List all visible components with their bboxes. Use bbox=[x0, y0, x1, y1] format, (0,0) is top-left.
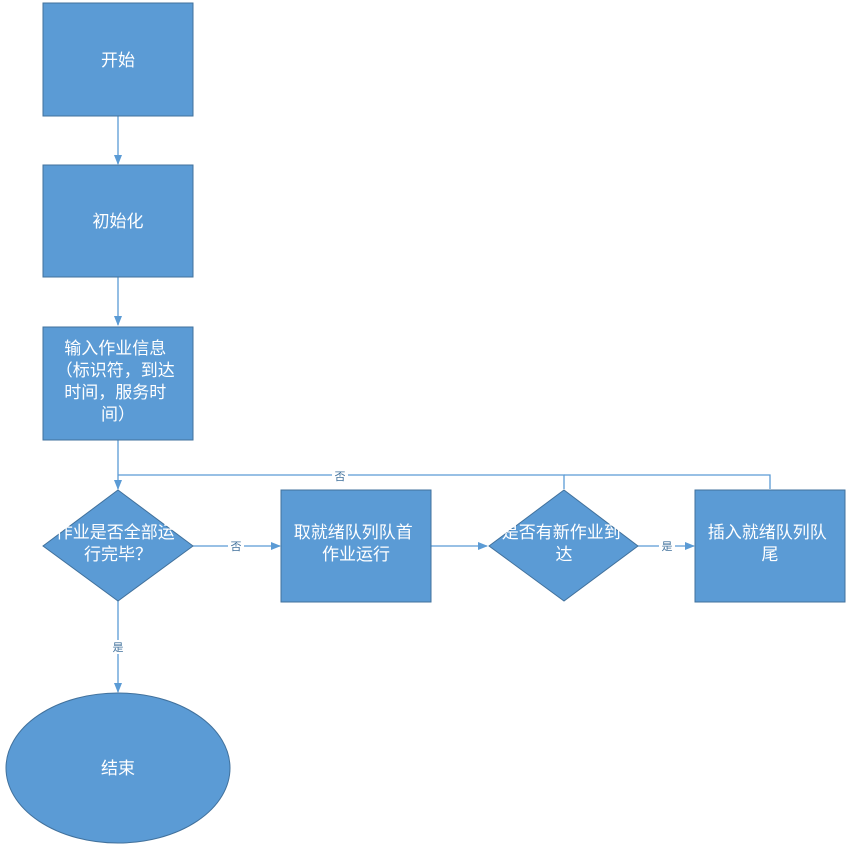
end-ellipse bbox=[5, 692, 231, 844]
all-done-label-line-2: 行完毕？ bbox=[84, 545, 152, 565]
start-box bbox=[42, 2, 194, 117]
enqueue-box bbox=[694, 489, 846, 603]
edge-label-loop-no: 否 bbox=[335, 470, 346, 483]
edge-label-bg-no bbox=[228, 539, 244, 553]
edge-label-all-done-no: 否 bbox=[231, 540, 242, 553]
node-run-head: 取就绪队列队首 作业运行 bbox=[280, 489, 432, 603]
node-all-done-decision: 作业是否全部运 行完毕？ bbox=[42, 489, 194, 602]
edge-label-bg-yes-down bbox=[110, 640, 126, 654]
run-head-label-line-2: 作业运行 bbox=[322, 545, 390, 565]
node-init: 初始化 bbox=[42, 164, 194, 278]
all-done-label: 作业是否全部运 行完毕？ bbox=[56, 523, 180, 565]
new-job-label-line-1: 是否有新作业到 bbox=[502, 523, 621, 543]
run-head-label-line-1: 取就绪队列队首 bbox=[294, 523, 413, 543]
node-start: 开始 bbox=[42, 2, 194, 117]
end-label-line: 结束 bbox=[101, 759, 135, 779]
edge-label-bg-yes-right bbox=[659, 539, 675, 553]
start-label: 开始 bbox=[101, 51, 135, 71]
node-new-job-decision: 是否有新作业到 达 bbox=[488, 489, 639, 602]
node-input: 输入作业信息 （标识符，到达 时间，服务时 间） bbox=[42, 326, 194, 441]
init-box bbox=[42, 164, 194, 278]
start-label-line: 开始 bbox=[101, 51, 135, 71]
run-head-box bbox=[280, 489, 432, 603]
node-end: 结束 bbox=[5, 692, 231, 844]
input-label: 输入作业信息 （标识符，到达 时间，服务时 间） bbox=[56, 339, 180, 425]
edge-enqueue-loop bbox=[564, 474, 771, 489]
input-label-line-1: 输入作业信息 bbox=[64, 339, 166, 359]
edge-label-bg-loop-no bbox=[332, 469, 348, 483]
init-label-line: 初始化 bbox=[93, 212, 144, 232]
run-head-label: 取就绪队列队首 作业运行 bbox=[294, 523, 418, 565]
enqueue-label-line-1: 插入就绪队列队 bbox=[708, 523, 827, 543]
end-label: 结束 bbox=[101, 759, 135, 779]
all-done-diamond bbox=[42, 489, 194, 602]
enqueue-label-line-2: 尾 bbox=[762, 545, 779, 565]
edge-label-new-job-yes: 是 bbox=[662, 540, 673, 553]
input-label-line-4: 间） bbox=[101, 405, 135, 425]
input-box bbox=[42, 326, 194, 441]
all-done-label-line-1: 作业是否全部运 bbox=[56, 523, 175, 543]
edge-label-all-done-yes: 是 bbox=[113, 641, 124, 654]
new-job-label-line-2: 达 bbox=[556, 545, 573, 565]
new-job-diamond bbox=[488, 489, 639, 602]
enqueue-label: 插入就绪队列队 尾 bbox=[708, 523, 832, 565]
input-label-line-3: 时间，服务时 bbox=[64, 383, 166, 403]
init-label: 初始化 bbox=[93, 212, 144, 232]
input-label-line-2: （标识符，到达 bbox=[56, 361, 175, 381]
new-job-label: 是否有新作业到 达 bbox=[502, 523, 626, 565]
edges bbox=[114, 116, 771, 693]
node-enqueue: 插入就绪队列队 尾 bbox=[694, 489, 846, 603]
